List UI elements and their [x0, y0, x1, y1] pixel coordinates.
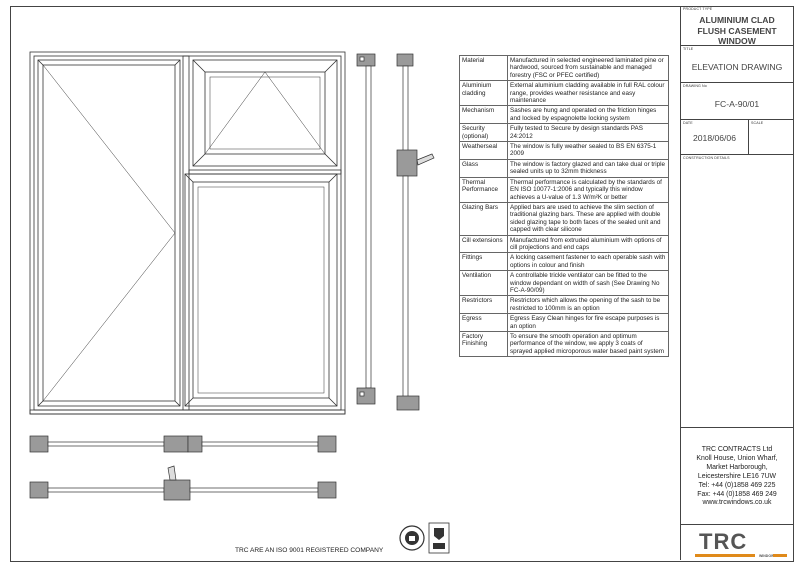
spec-value: Restrictors which allows the opening of …: [507, 295, 669, 315]
title-cell: TITLE ELEVATION DRAWING: [681, 46, 793, 83]
spec-value: Sashes are hung and operated on the fric…: [507, 105, 669, 125]
spec-row: Security (optional)Fully tested to Secur…: [459, 123, 669, 143]
date-label: DATE: [683, 121, 693, 125]
spec-key: Mechanism: [459, 105, 508, 125]
spec-value: Fully tested to Secure by design standar…: [507, 123, 669, 143]
spec-value: A locking casement fastener to each oper…: [507, 252, 669, 272]
product-type: ALUMINIUM CLAD FLUSH CASEMENT WINDOW: [697, 15, 777, 46]
spec-value: The window is factory glazed and can tak…: [507, 158, 669, 178]
scale-label: SCALE: [751, 121, 764, 125]
company-address: TRC CONTRACTS Ltd Knoll House, Union Wha…: [681, 446, 793, 508]
spec-value: Manufactured from extruded aluminium wit…: [507, 234, 669, 254]
trc-logo: TRC WINDOWS: [681, 528, 793, 560]
spec-key: Restrictors: [459, 295, 508, 315]
spec-key: Glass: [459, 158, 508, 178]
fax: Fax: +44 (0)1858 469 249: [697, 490, 777, 498]
construction-details-label: CONSTRUCTION DETAILS: [683, 156, 730, 160]
spec-value: Applied bars are used to achieve the sli…: [507, 201, 669, 236]
drawing-date: 2018/06/06: [692, 133, 736, 143]
logo-subtitle: WINDOWS: [759, 554, 777, 558]
title-label: TITLE: [683, 47, 694, 51]
elevation-drawing: [29, 51, 435, 501]
spec-key: Security (optional): [459, 123, 508, 143]
spec-key: Weatherseal: [459, 141, 508, 160]
spec-key: Ventilation: [459, 270, 508, 297]
drawing-sheet: [10, 6, 794, 562]
drawing-number: FC-A-90/01: [714, 99, 760, 109]
product-type-label: PRODUCT TYPE: [683, 7, 713, 11]
telephone: Tel: +44 (0)1858 469 225: [698, 481, 776, 489]
address-line-3: Leicestershire LE16 7UW: [697, 472, 777, 480]
logo-bar-right: [773, 554, 787, 557]
drawing-number-label: DRAWING No: [683, 84, 707, 88]
ukas-certification-badge: [428, 522, 450, 554]
spec-key: Material: [459, 54, 508, 82]
secured-by-design-badge: [399, 525, 425, 551]
spec-key: Aluminium cladding: [459, 80, 508, 107]
spec-value: Manufactured in selected engineered lami…: [507, 54, 669, 82]
spec-value: Thermal performance is calculated by the…: [507, 176, 669, 203]
company-name: TRC CONTRACTS Ltd: [701, 446, 773, 453]
spec-value: External aluminium cladding available in…: [507, 80, 669, 107]
spec-key: Cill extensions: [459, 234, 508, 254]
website: www.trcwindows.co.uk: [702, 499, 772, 507]
drawing-number-cell: DRAWING No FC-A-90/01: [681, 83, 793, 120]
spec-value: The window is fully weather sealed to BS…: [507, 141, 669, 160]
logo-text: TRC: [699, 529, 748, 554]
spec-key: Thermal Performance: [459, 176, 508, 203]
title-block: PRODUCT TYPE ALUMINIUM CLAD FLUSH CASEME…: [680, 6, 793, 560]
drawing-title: ELEVATION DRAWING: [691, 62, 783, 72]
address-line-1: Knoll House, Union Wharf,: [696, 454, 778, 462]
spec-value: A controllable trickle ventilator can be…: [507, 270, 669, 297]
spec-key: Glazing Bars: [459, 201, 508, 236]
spec-key: Factory Finishing: [459, 330, 508, 358]
spec-key: Fittings: [459, 252, 508, 272]
iso-statement: TRC ARE AN ISO 9001 REGISTERED COMPANY: [235, 547, 384, 554]
logo-bar: [695, 554, 755, 557]
spec-key: Egress: [459, 313, 508, 332]
product-type-cell: PRODUCT TYPE ALUMINIUM CLAD FLUSH CASEME…: [681, 6, 793, 46]
date-scale-cell: DATE SCALE 2018/06/06: [681, 120, 793, 155]
construction-details-cell: CONSTRUCTION DETAILS: [681, 155, 793, 426]
address-line-2: Market Harborough,: [706, 463, 768, 471]
spec-value: Egress Easy Clean hinges for fire escape…: [507, 313, 669, 332]
spec-value: To ensure the smooth operation and optim…: [507, 330, 669, 358]
